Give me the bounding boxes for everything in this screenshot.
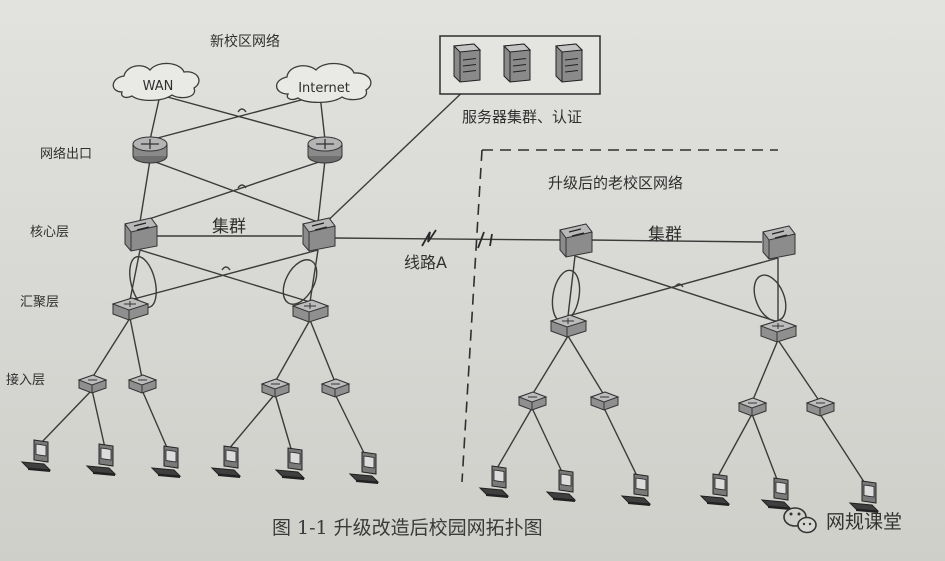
new-campus-links (39, 84, 561, 456)
computer-icon (761, 477, 791, 511)
access-switch-icon (518, 391, 547, 411)
layer-label-access: 接入层 (6, 372, 45, 388)
computer-icon (275, 447, 305, 481)
server-cluster (439, 35, 601, 95)
new-campus-title: 新校区网络 (210, 33, 280, 50)
cluster-label-new: 集群 (212, 217, 246, 237)
cloud-wan-label: WAN (143, 79, 174, 94)
computer-icon (151, 445, 181, 479)
computer-icon (546, 469, 576, 503)
server-icon (453, 43, 481, 83)
core-switch-icon (559, 223, 593, 258)
layer-label-core: 核心层 (30, 225, 69, 240)
computer-icon (479, 465, 509, 499)
watermark-text: 网规课堂 (826, 511, 902, 533)
watermark: 网规课堂 (783, 507, 902, 534)
layer-label-egress: 网络出口 (40, 146, 92, 162)
figure-caption: 图 1-1 升级改造后校园网拓扑图 (272, 517, 543, 539)
old-campus-title: 升级后的老校区网络 (548, 174, 683, 192)
layer-label-aggregation: 汇聚层 (20, 295, 59, 310)
computer-icon (86, 443, 116, 477)
old-campus-link-aggregation-ellipses (551, 269, 787, 323)
link-a-marks (421, 229, 493, 249)
access-switch-icon (261, 378, 290, 398)
wechat-icon (783, 507, 817, 534)
computer-icon (700, 473, 730, 507)
server-icon (555, 43, 583, 83)
access-switch-icon (128, 374, 157, 394)
new-campus-link-aggregation-ellipses (129, 108, 318, 309)
computer-icon (21, 439, 51, 473)
computer-icon (211, 445, 241, 479)
core-switch-icon (302, 217, 336, 252)
aggregation-switch-icon (112, 297, 149, 321)
old-campus-links (495, 239, 867, 486)
link-a-label: 线路A (404, 253, 447, 272)
cloud-internet: Internet (275, 62, 372, 104)
access-switch-icon (806, 397, 835, 417)
computer-icon (349, 451, 379, 485)
core-switch-icon (124, 217, 158, 252)
egress-router-icon (132, 136, 168, 164)
aggregation-switch-icon (760, 319, 797, 343)
access-switch-icon (738, 397, 767, 417)
egress-router-icon (307, 136, 343, 164)
cluster-label-old: 集群 (648, 225, 682, 245)
computer-icon (621, 473, 651, 507)
server-icon (503, 43, 531, 83)
access-switch-icon (590, 391, 619, 411)
cloud-internet-label: Internet (298, 81, 350, 96)
server-cluster-label: 服务器集群、认证 (462, 108, 582, 126)
computer-icon (849, 480, 879, 514)
old-campus-boundary (461, 149, 778, 483)
access-switch-icon (321, 378, 350, 398)
cloud-wan: WAN (112, 62, 200, 102)
access-switch-icon (78, 374, 107, 394)
core-switch-icon (762, 225, 796, 260)
